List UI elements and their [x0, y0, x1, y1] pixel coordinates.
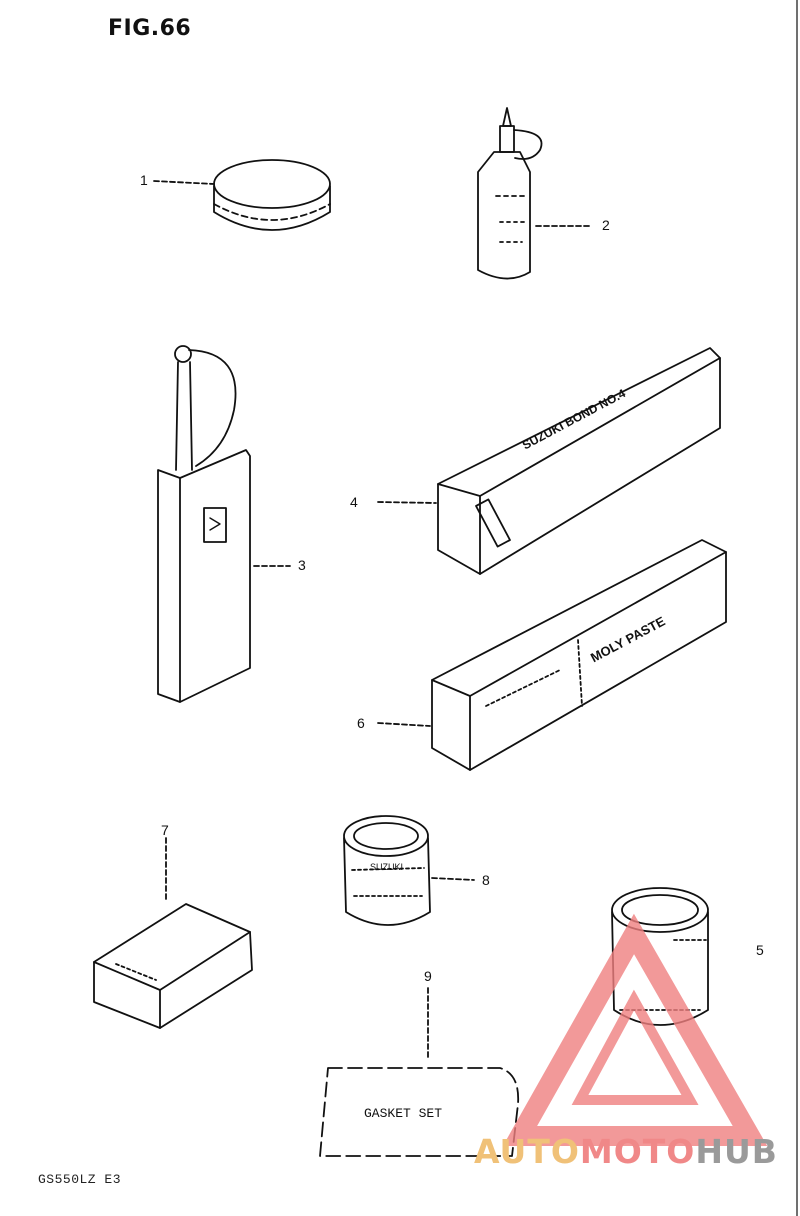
callout-1: 1	[140, 172, 148, 188]
brand-part-2: MOTO	[579, 1132, 696, 1171]
leader-line-8	[431, 877, 475, 881]
item-4-bond-box	[377, 347, 721, 575]
watermark-logo	[502, 913, 768, 1146]
callout-5: 5	[756, 942, 764, 958]
item-3-oil-can	[157, 345, 291, 703]
callout-9: 9	[424, 968, 432, 984]
item-6-moly-paste-box	[377, 539, 727, 771]
item-5-large-can	[611, 887, 709, 1026]
brand-part-1: AUTO	[474, 1132, 580, 1171]
can-small-label: SUZUKI	[370, 862, 404, 872]
leader-line-4	[377, 501, 437, 504]
item-7-sealant-packet	[93, 837, 253, 1029]
callout-6: 6	[357, 715, 365, 731]
item-9-gasket-set	[319, 987, 520, 1157]
callout-2: 2	[602, 217, 610, 233]
callout-4: 4	[350, 494, 358, 510]
gasket-set-label: GASKET SET	[364, 1106, 443, 1121]
brand-part-3: HUB	[695, 1132, 778, 1171]
callout-3: 3	[298, 557, 306, 573]
watermark-brand: AUTOMOTOHUB	[474, 1132, 778, 1171]
figure-title: FIG.66	[108, 16, 192, 41]
item-2-oil-bottle	[477, 107, 593, 280]
model-code: GS550LZ E3	[38, 1172, 122, 1187]
item-8-small-can	[343, 815, 475, 926]
callout-7: 7	[161, 822, 169, 838]
item-1-grease-tin	[153, 159, 331, 231]
callout-8: 8	[482, 872, 490, 888]
leader-line-6	[377, 722, 431, 727]
leader-line-1	[153, 180, 215, 185]
